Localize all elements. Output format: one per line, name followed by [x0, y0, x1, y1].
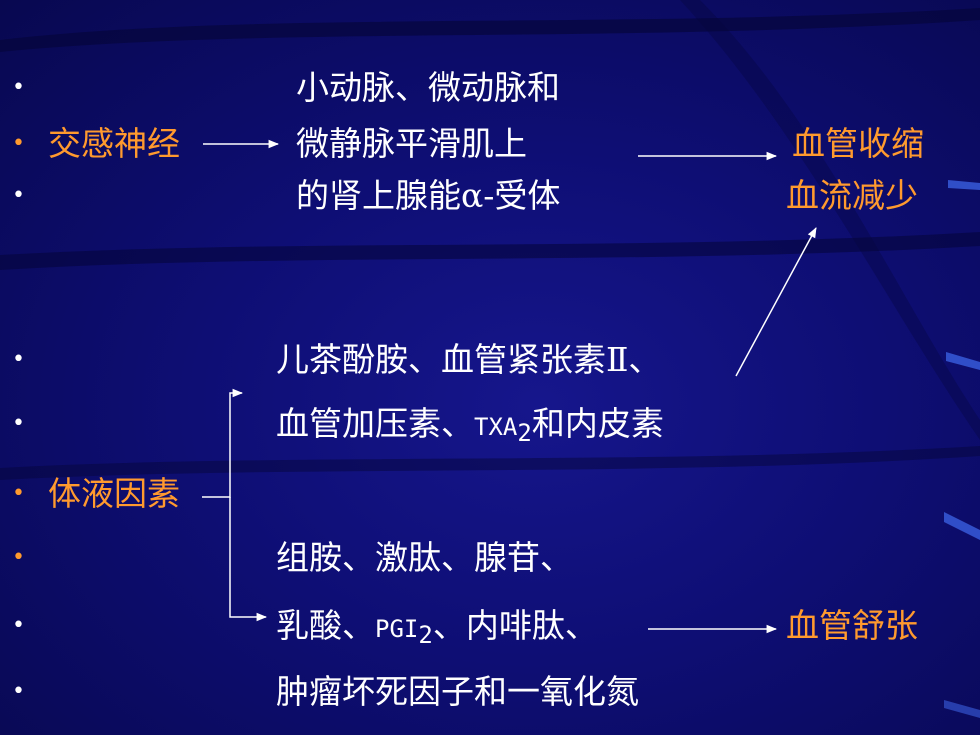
bullet: • [12, 131, 25, 156]
bullet: • [12, 75, 25, 100]
humoral-factors-label: 体液因素 [48, 474, 180, 513]
bullet: • [12, 545, 25, 570]
constrictors-text-a: 血管加压素、 [276, 404, 474, 443]
pgi-subscript: 2 [418, 621, 433, 649]
dilators-line-1: 组胺、激肽、腺苷、 [276, 538, 573, 577]
bullet: • [12, 481, 25, 506]
receptor-line-3: 的肾上腺能α-受体 [296, 176, 561, 215]
dilators-line-3: 肿瘤坏死因子和一氧化氮 [276, 672, 639, 711]
constrictors-line-2: 血管加压素、TXA2和内皮素 [276, 404, 664, 453]
arrow-constrictors-to-constriction [735, 227, 817, 377]
constrictors-text-b: 和内皮素 [531, 404, 664, 443]
dilators-line-2: 乳酸、PGI2、内啡肽、 [276, 606, 598, 655]
dilators-text-a: 乳酸、 [276, 606, 375, 645]
receptor-line-1: 小动脉、微动脉和 [296, 68, 560, 107]
bullet: • [12, 679, 25, 704]
bullet: • [12, 411, 25, 436]
vasoconstriction-label: 血管收缩 [792, 124, 924, 163]
bullet: • [12, 613, 25, 638]
sympathetic-nerve-label: 交感神经 [48, 124, 180, 163]
bullet: • [12, 183, 25, 208]
bracket-to-dilators [229, 497, 268, 622]
vasodilation-label: 血管舒张 [786, 606, 918, 645]
dilators-text-b: 、内啡肽、 [432, 606, 598, 645]
pgi-abbr: PGI [375, 615, 419, 643]
constrictors-line-1: 儿茶酚胺、血管紧张素Ⅱ、 [276, 340, 662, 379]
receptor-line-2: 微静脉平滑肌上 [296, 124, 527, 163]
txa-subscript: 2 [517, 419, 532, 447]
bullet: • [12, 347, 25, 372]
txa-abbr: TXA [474, 413, 518, 441]
bracket-to-constrictors [202, 388, 244, 498]
reduced-flow-label: 血流减少 [786, 176, 918, 215]
